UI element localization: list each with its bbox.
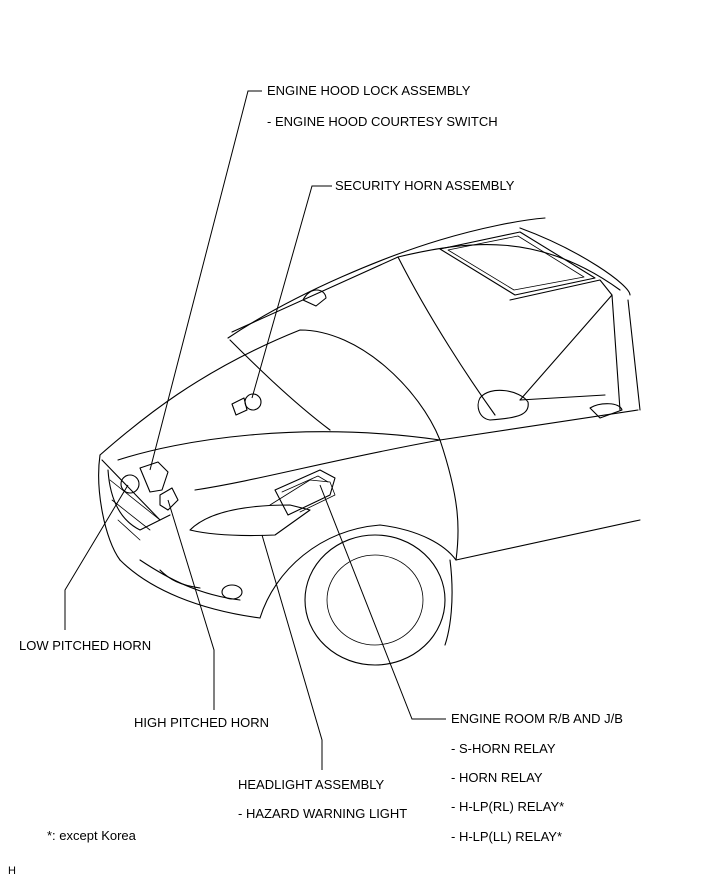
leader-engine-room [319,484,446,720]
label-engine-hood-lock-assembly: ENGINE HOOD LOCK ASSEMBLY [267,83,471,98]
label-low-pitched-horn: LOW PITCHED HORN [19,638,152,653]
label-horn-relay: - HORN RELAY [451,770,543,785]
label-hlp-ll-relay: - H-LP(LL) RELAY* [451,829,563,844]
leader-lines [64,90,446,770]
leader-high-horn [167,499,215,710]
label-headlight-assembly: HEADLIGHT ASSEMBLY [238,777,385,792]
label-engine-room-rb-jb: ENGINE ROOM R/B AND J/B [451,711,623,726]
label-engine-hood-courtesy-switch: - ENGINE HOOD COURTESY SWITCH [267,114,498,129]
car-illustration [98,217,641,666]
label-hlp-rl-relay: - H-LP(RL) RELAY* [451,799,565,814]
corner-mark: H [8,865,16,877]
leader-low-horn [64,484,129,630]
label-security-horn-assembly: SECURITY HORN ASSEMBLY [335,178,515,193]
label-s-horn-relay: - S-HORN RELAY [451,741,556,756]
leader-hood-lock [149,90,262,471]
label-high-pitched-horn: HIGH PITCHED HORN [134,715,270,730]
leader-security-horn [251,185,332,399]
footnote: *: except Korea [47,828,136,843]
leader-headlight [261,534,323,770]
label-hazard-warning-light: - HAZARD WARNING LIGHT [238,806,408,821]
